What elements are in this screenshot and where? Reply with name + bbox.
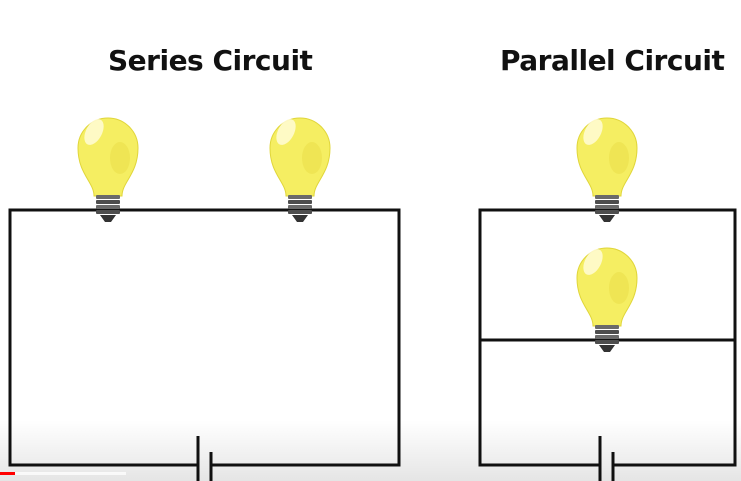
series-bulb-2-light-bulb-icon: [269, 115, 331, 223]
parallel-bulb-1-light-bulb-icon: [576, 115, 638, 223]
parallel-bulb-2-light-bulb-icon: [576, 245, 638, 353]
video-progress-bar[interactable]: [0, 472, 126, 475]
series-wire-loop: [8, 208, 401, 467]
series-circuit: [8, 115, 401, 481]
parallel-battery-icon: [598, 436, 615, 481]
series-bulb-1-light-bulb-icon: [77, 115, 139, 223]
video-progress-fill: [0, 472, 15, 475]
parallel-circuit-title: Parallel Circuit: [500, 44, 725, 77]
series-circuit-title: Series Circuit: [108, 44, 313, 77]
parallel-circuit: [478, 115, 737, 481]
series-battery-icon: [196, 436, 213, 481]
